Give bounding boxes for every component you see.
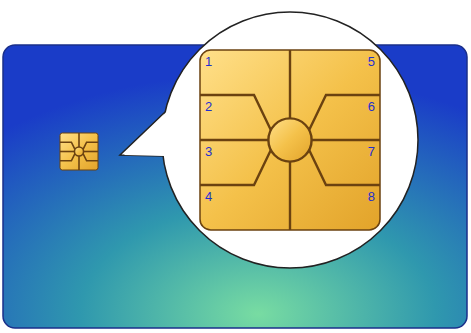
- pin-number: 5: [368, 55, 375, 69]
- chip-small: [60, 133, 98, 170]
- pin-number: 6: [368, 100, 375, 114]
- callout-tail: [120, 112, 165, 156]
- pin-number: 8: [368, 190, 375, 204]
- pin-number: 1: [205, 55, 212, 69]
- chip-enlarged: [200, 50, 380, 230]
- magnifier-circle: [162, 12, 418, 268]
- pin-number: 4: [205, 190, 212, 204]
- pin-number: 3: [205, 145, 212, 159]
- pin-number: 7: [368, 145, 375, 159]
- pin-number: 2: [205, 100, 212, 114]
